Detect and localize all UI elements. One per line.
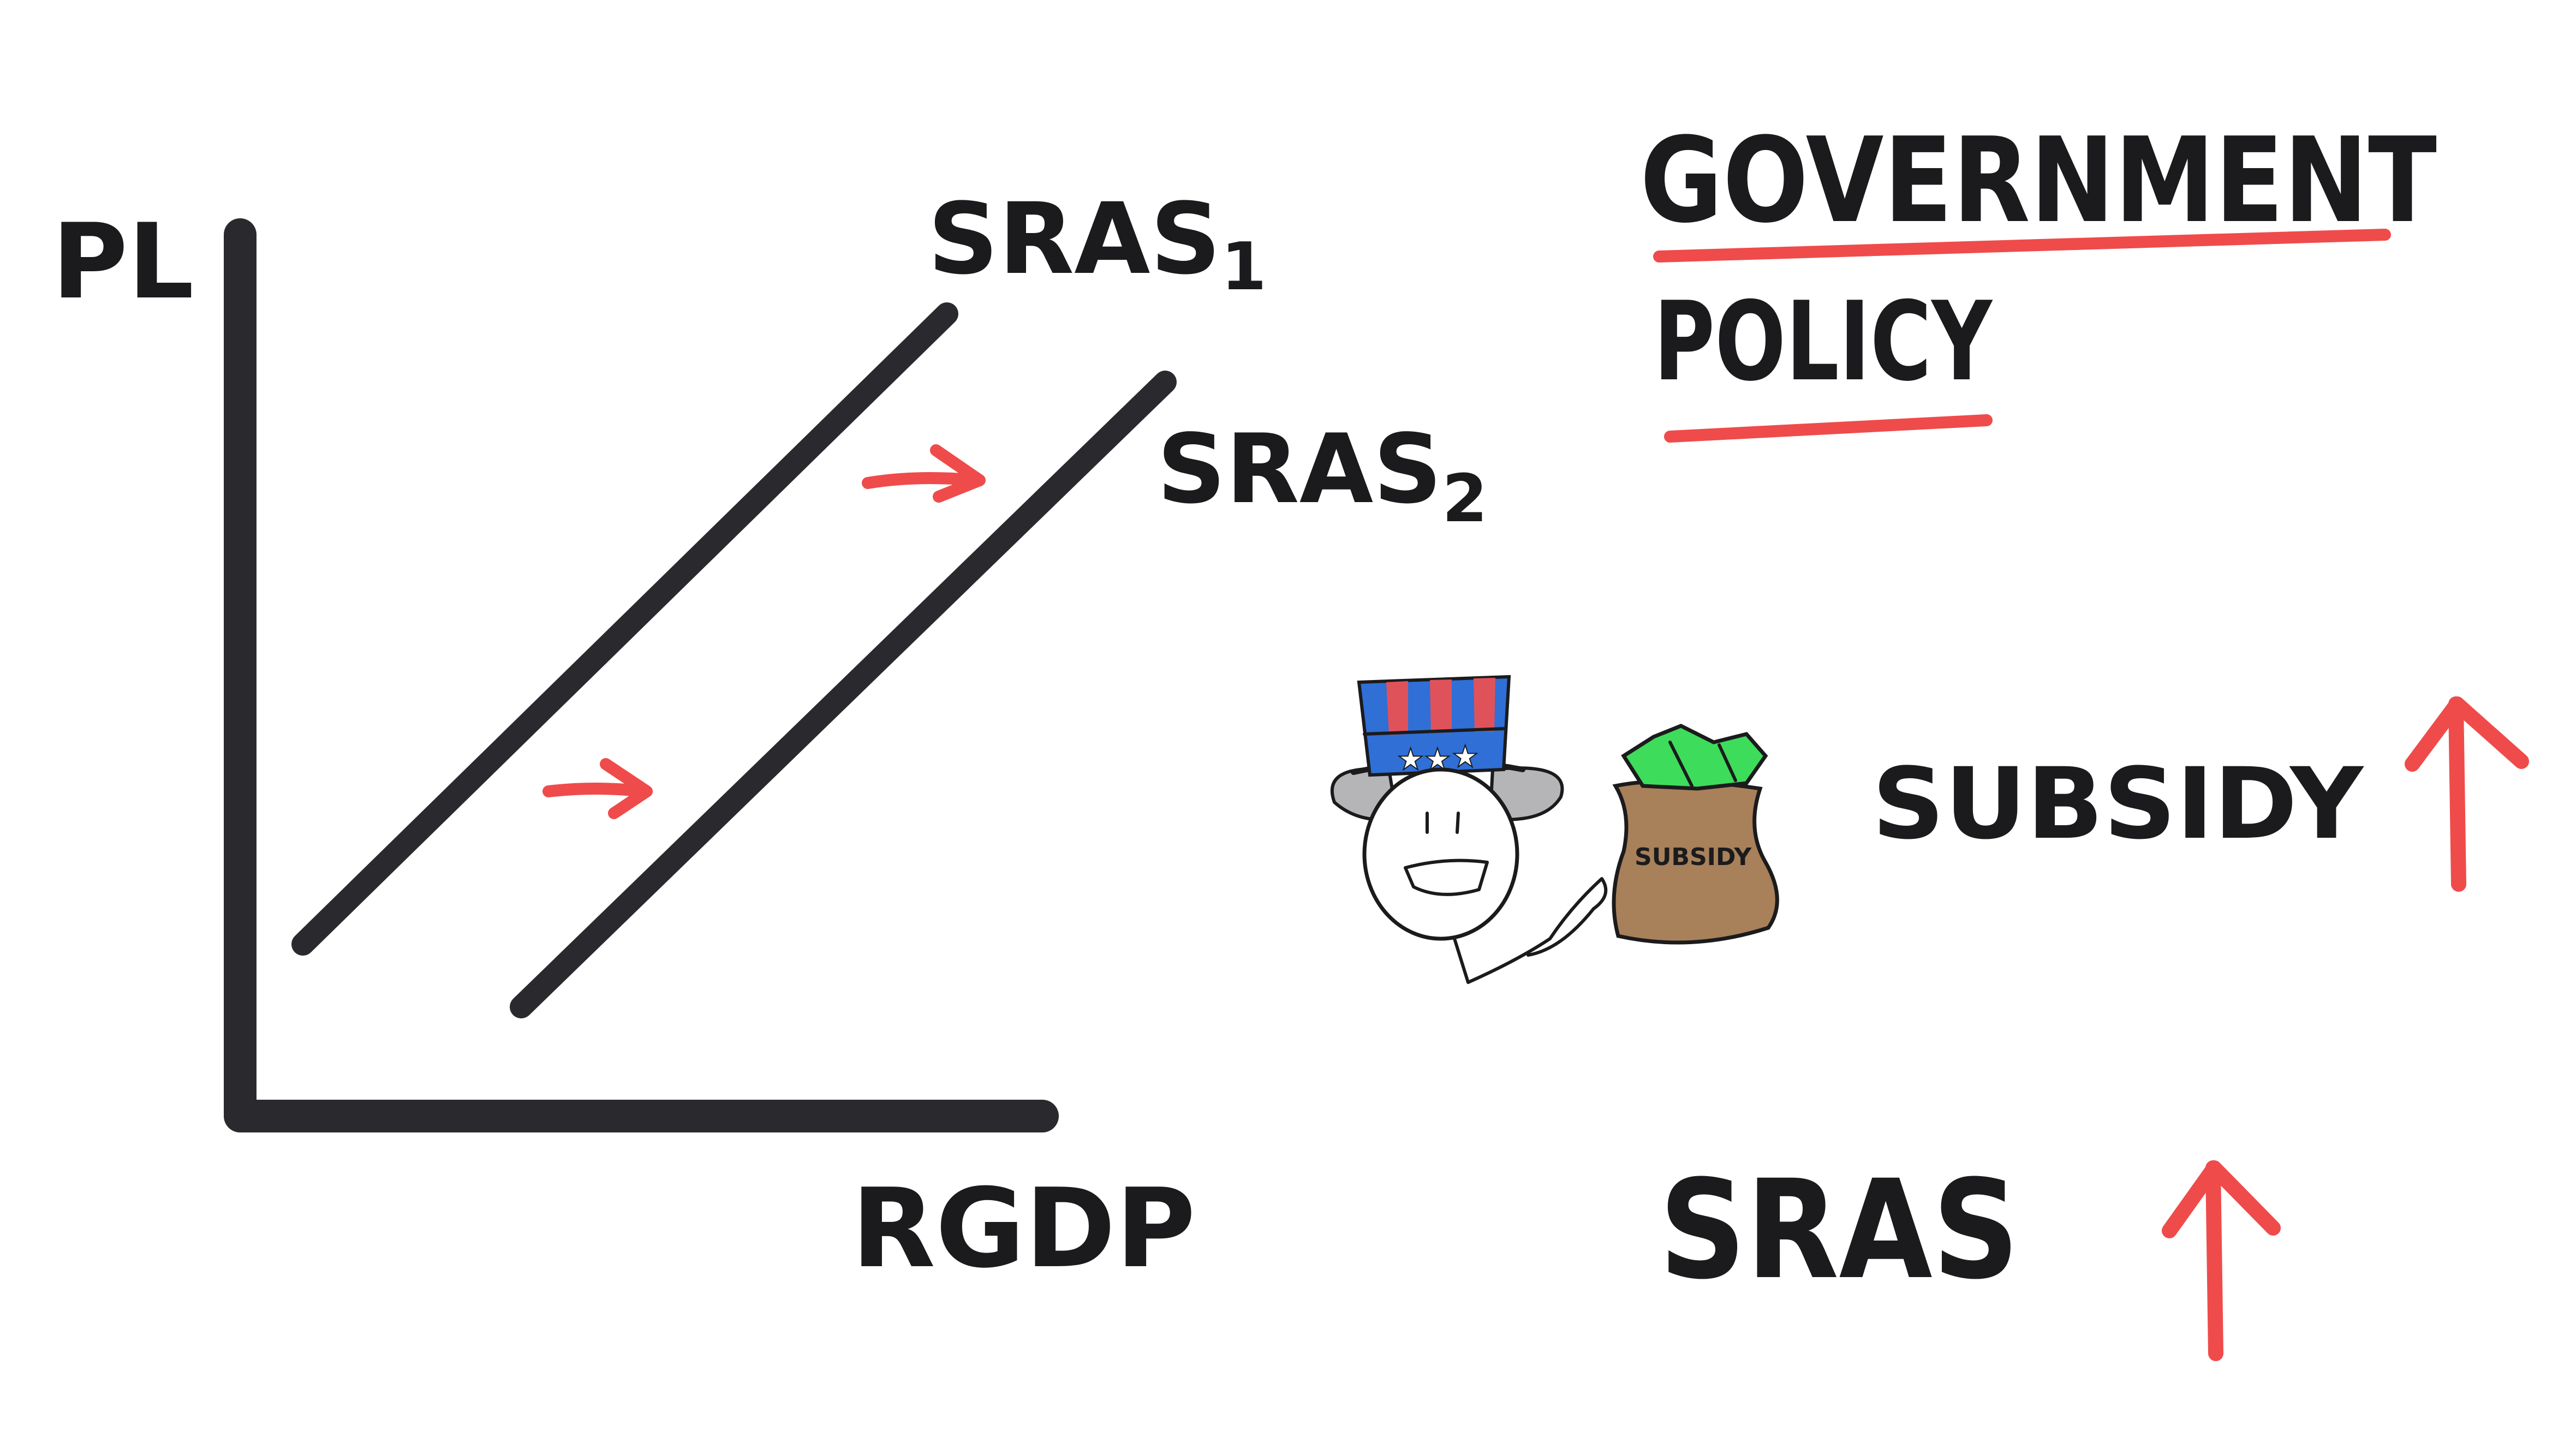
title-line2-underline (1664, 414, 1993, 443)
right-ear (1488, 766, 1564, 821)
graph: PL RGDP SRAS1 SRAS2 (52, 182, 1488, 1292)
money-bill-detail (1668, 741, 1737, 788)
hat-band-line (1363, 727, 1507, 736)
sras2-curve (510, 371, 1177, 1018)
neck-arm (1453, 877, 1608, 984)
hat-stripe (1430, 679, 1452, 733)
shift-arrow-lower (542, 758, 653, 819)
title-line1-underline (1653, 229, 2391, 263)
bag-label: SUBSIDY (1635, 843, 1752, 871)
star-icon: ★ (1452, 739, 1478, 774)
hat-stripe (1386, 681, 1408, 735)
sras1-curve (291, 302, 958, 956)
hat-stripe (1474, 678, 1495, 732)
title-block: GOVERNMENT POLICY (1640, 112, 2437, 443)
title-line2: POLICY (1654, 278, 1993, 406)
sras-effect-label: SRAS (1659, 1150, 2019, 1309)
sras-up-arrow-icon (2162, 1160, 2281, 1361)
shift-arrow-upper (862, 444, 986, 503)
money-green (1621, 724, 1768, 791)
sras2-label: SRAS2 (1157, 414, 1488, 537)
subsidy-label: SUBSIDY (1872, 747, 2365, 861)
sras1-label: SRAS1 (928, 182, 1267, 305)
y-axis-label: PL (52, 201, 194, 322)
effects-block: SUBSIDY SRAS (1659, 696, 2529, 1361)
title-line1: GOVERNMENT (1640, 112, 2437, 249)
sras1-subscript: 1 (1221, 229, 1267, 305)
uncle-sam-illustration: ★★ ★ SUBSIDY (1330, 675, 1779, 984)
right-eye (1456, 812, 1460, 834)
mouth (1404, 858, 1489, 896)
x-axis-label: RGDP (851, 1165, 1196, 1292)
subsidy-up-arrow-icon (2405, 696, 2529, 892)
face (1362, 767, 1519, 941)
sras2-subscript: 2 (1442, 461, 1488, 537)
